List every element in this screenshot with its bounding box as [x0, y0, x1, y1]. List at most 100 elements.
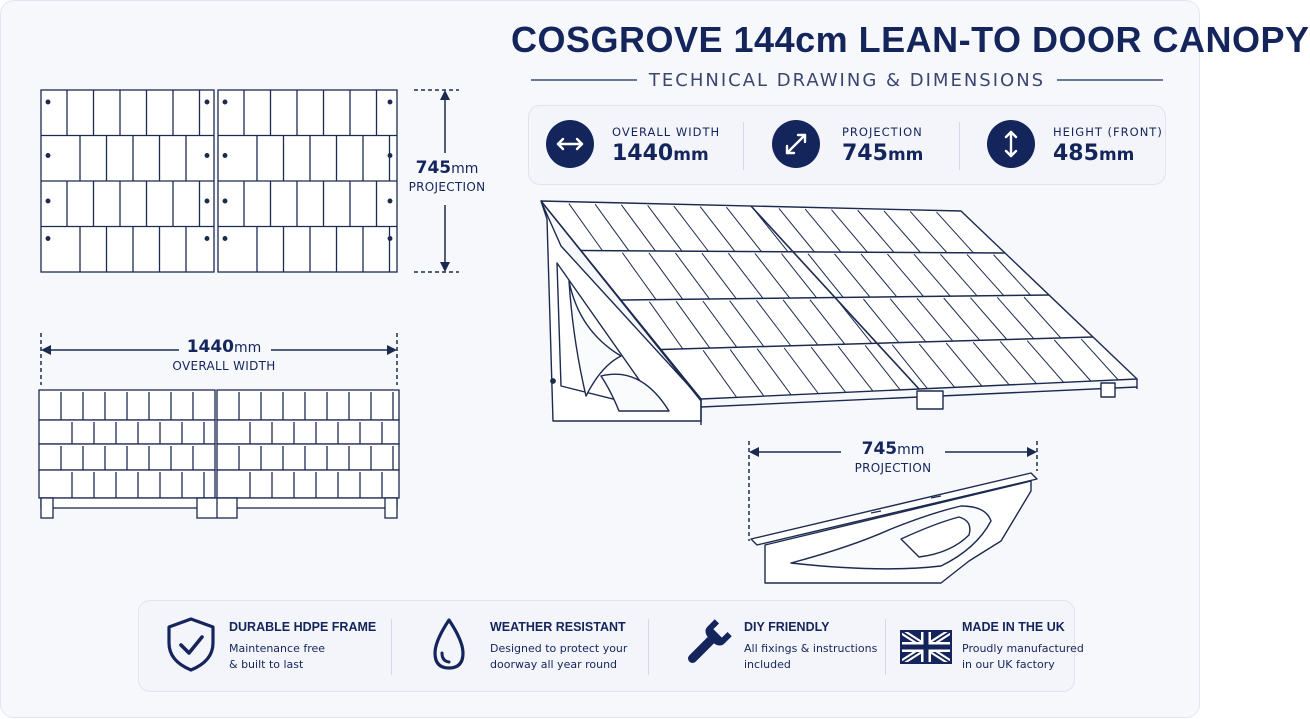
page-title: COSGROVE 144cm LEAN-TO DOOR CANOPY — [511, 19, 1310, 60]
water-drop-icon — [433, 618, 465, 670]
wrench-icon — [688, 619, 732, 663]
spec-label: PROJECTION — [842, 125, 923, 139]
roof-tile-joint — [701, 252, 737, 299]
roof-tile-joint — [834, 253, 871, 298]
feature-title: DURABLE HDPE FRAME — [229, 620, 377, 634]
vertical-arrows-icon — [987, 120, 1035, 168]
subtitle-rule-left — [531, 79, 637, 81]
fixing-hole — [45, 236, 51, 241]
roof-tile-joint — [752, 207, 789, 253]
fixing-hole — [222, 236, 228, 241]
feature-line: in our UK factory — [962, 658, 1055, 671]
front-width-label: 1440mm OVERALL WIDTH — [172, 337, 276, 373]
roof-tile-joint — [1026, 340, 1065, 383]
fixing-hole — [45, 99, 51, 105]
roof-tile-joint — [729, 349, 765, 397]
roof-tile-joint — [889, 298, 927, 343]
diagonal-arrows-icon — [772, 120, 820, 168]
fixing-hole — [387, 153, 393, 158]
fixing-hole — [45, 198, 51, 204]
roof-tile-joint — [909, 211, 948, 253]
fixing-hole — [222, 153, 228, 158]
horizontal-arrows-icon — [546, 120, 594, 168]
roof-tile-joint — [674, 252, 710, 300]
side-view-drawing — [748, 441, 1038, 584]
roof-tile-joint — [970, 297, 1008, 340]
front-shingle-course — [216, 469, 400, 499]
roof-tile-joint — [702, 349, 738, 398]
top-projection-label: 745mm PROJECTION — [408, 158, 486, 194]
roof-tile-joint — [940, 254, 978, 297]
roof-tile-joint — [883, 210, 921, 253]
roof-tile-joint — [863, 298, 900, 343]
roof-tile-joint — [568, 203, 603, 251]
roof-tile-joint — [756, 348, 792, 396]
roof-tile-joint — [673, 205, 709, 252]
roof-panel-seam — [750, 205, 920, 390]
roof-tile-joint — [783, 347, 819, 394]
fixing-hole — [222, 99, 228, 105]
roof-tile-joint — [860, 253, 898, 298]
spec-bar: OVERALL WIDTH 1440mm PROJECTION 745mm HE… — [528, 105, 1166, 185]
roof-tile-joint — [699, 206, 736, 252]
spec-label: HEIGHT (FRONT) — [1053, 125, 1163, 139]
roof-tile-joint — [1053, 339, 1092, 382]
roof-tile-joint — [996, 297, 1035, 340]
roof-tile-joint — [837, 345, 874, 392]
front-shingle-course — [216, 443, 400, 471]
roof-tile-joint — [999, 341, 1037, 384]
roof-tile-joint — [972, 341, 1010, 386]
roof-tile-joint — [756, 300, 792, 347]
roof-tile-joint — [916, 298, 954, 342]
fixing-hole — [204, 198, 210, 204]
feature-made-in-uk: MADE IN THE UK Proudly manufactured in o… — [899, 601, 1084, 693]
feature-divider — [391, 619, 392, 675]
feature-line: included — [744, 658, 791, 671]
feature-diy-friendly: DIY FRIENDLY All fixings & instructions … — [679, 601, 879, 693]
front-shingle-course — [38, 419, 216, 445]
feature-divider — [648, 619, 649, 675]
feature-line: Designed to protect your — [490, 642, 628, 655]
fixing-hole — [387, 236, 393, 241]
roof-tile-joint — [831, 209, 868, 253]
feature-line: Proudly manufactured — [962, 642, 1084, 655]
front-view-drawing — [38, 333, 400, 519]
spec-divider — [959, 122, 960, 170]
feature-line: Maintenance free — [229, 642, 326, 655]
front-shingle-course — [216, 389, 400, 421]
roof-tile-joint — [647, 205, 683, 252]
roof-tile-joint — [648, 252, 684, 300]
roof-tile-joint — [810, 346, 847, 393]
fixing-hole — [45, 153, 51, 158]
roof-tile-joint — [754, 253, 791, 299]
spec-value: 1440mm — [612, 141, 709, 166]
front-shingle-course — [38, 469, 216, 499]
roof-tile-joint — [726, 206, 762, 252]
spec-value: 745mm — [842, 141, 924, 166]
roof-tile-joint — [675, 301, 711, 349]
roof-tile-joint — [945, 342, 983, 387]
roof-tile-joint — [807, 253, 844, 298]
roof-tile-joint — [913, 253, 951, 297]
front-foot — [384, 497, 398, 519]
roof-tile-joint — [782, 299, 819, 346]
width-dimension — [40, 333, 398, 385]
roof-tile-joint — [993, 254, 1031, 296]
roof-tile-joint — [1080, 338, 1119, 381]
roof-tile-joint — [943, 297, 981, 341]
spec-height-front: HEIGHT (FRONT) 485mm — [987, 118, 1162, 174]
page-subtitle: TECHNICAL DRAWING & DIMENSIONS — [648, 69, 1046, 91]
fixing-hole — [204, 236, 210, 241]
subtitle-row: TECHNICAL DRAWING & DIMENSIONS — [531, 67, 1163, 93]
roof-tile-joint — [781, 253, 817, 299]
roof-tile-joint — [864, 345, 901, 391]
projection-dimension-vertical — [414, 89, 459, 273]
roof-tile-joint — [621, 252, 657, 300]
top-view-drawing — [40, 89, 459, 273]
spec-projection: PROJECTION 745mm — [772, 118, 952, 174]
roof-tile-joint — [1023, 296, 1062, 339]
subtitle-rule-right — [1057, 79, 1163, 81]
side-projection-label: 745mm PROJECTION — [854, 439, 932, 475]
roof-tile-joint — [804, 208, 842, 253]
